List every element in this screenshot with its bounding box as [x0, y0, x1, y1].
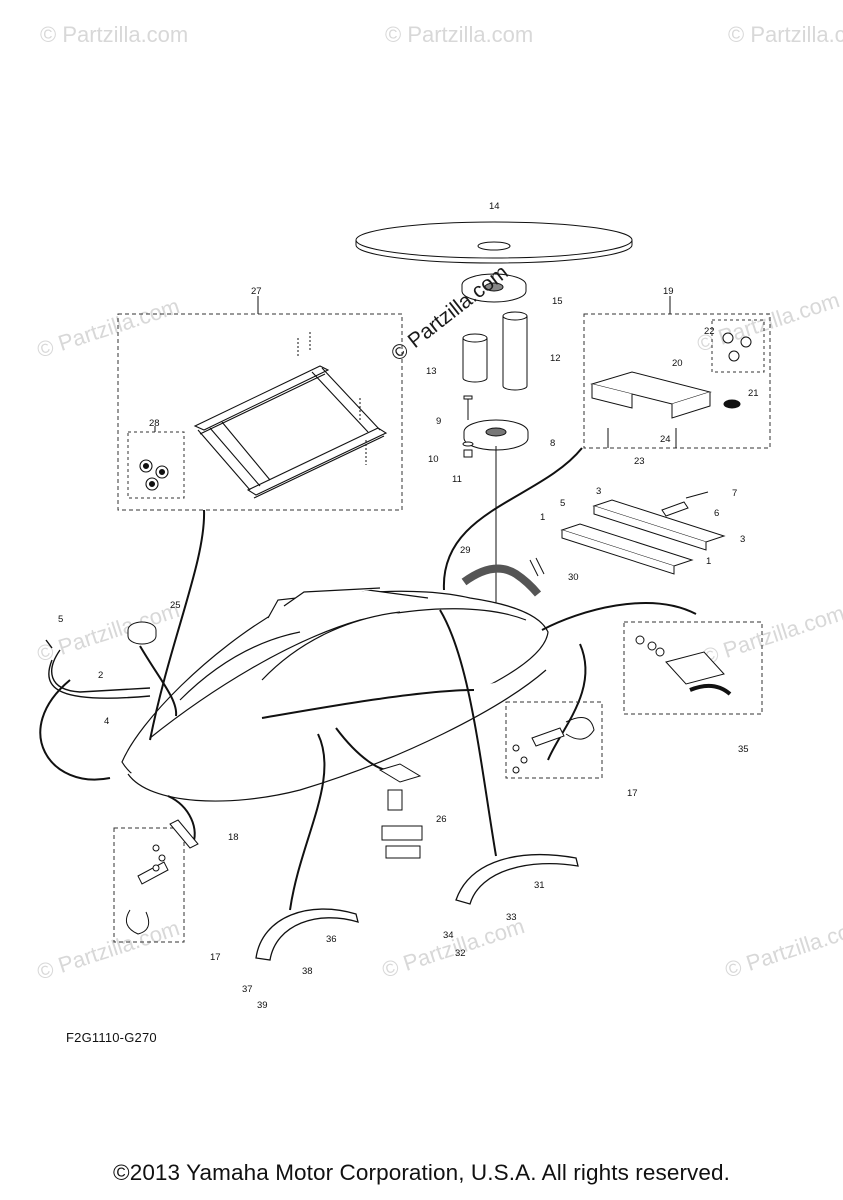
eye-hook-left — [125, 819, 199, 935]
callout-13: 13 — [426, 366, 437, 377]
sunshade-disc — [355, 221, 633, 264]
callout-1: 1 — [540, 512, 545, 523]
callout-22: 22 — [704, 326, 715, 337]
boarding-ladder — [139, 365, 388, 499]
callout-box-27 — [117, 313, 403, 511]
callout-33: 33 — [506, 912, 517, 923]
callout-26: 26 — [436, 814, 447, 825]
watermark: © Partzilla.com — [40, 22, 188, 47]
callout-19: 19 — [663, 286, 674, 297]
callout-8: 8 — [550, 438, 555, 449]
callout-2: 2 — [98, 670, 103, 681]
callout-4: 4 — [104, 716, 109, 727]
callout-box-28 — [127, 431, 185, 499]
cleat-assembly — [635, 635, 732, 696]
watermark: © Partzilla.com — [699, 600, 843, 670]
callout-17b: 17 — [210, 952, 221, 963]
callout-9: 9 — [436, 416, 441, 427]
callout-29: 29 — [460, 545, 471, 556]
callout-15: 15 — [552, 296, 563, 307]
cup-holder — [127, 621, 157, 645]
callout-24: 24 — [660, 434, 671, 445]
callout-box-19 — [583, 313, 771, 449]
watermark: © Partzilla.com — [694, 287, 843, 357]
tow-bracket — [590, 332, 752, 448]
drain-hose — [461, 557, 545, 597]
callout-25: 25 — [170, 600, 181, 611]
eye-hook-right — [512, 717, 595, 774]
leader-arrows — [39, 447, 697, 911]
foam-tubes — [462, 311, 528, 391]
callout-36: 36 — [326, 934, 337, 945]
callout-10: 10 — [428, 454, 439, 465]
callout-box-35 — [623, 621, 763, 715]
callout-11: 11 — [452, 474, 462, 485]
callout-28: 28 — [149, 418, 160, 429]
watermark-dark: © Partzilla.com — [387, 261, 513, 366]
trim-strips — [45, 639, 151, 699]
callout-27: 27 — [251, 286, 262, 297]
callout-37: 37 — [242, 984, 253, 995]
callout-23: 23 — [634, 456, 645, 467]
watermark: © Partzilla.com — [379, 913, 528, 983]
callout-3b: 3 — [740, 534, 745, 545]
callout-21: 21 — [748, 388, 759, 399]
grab-handle-36 — [255, 908, 359, 961]
base-flange — [462, 395, 529, 458]
callout-39: 39 — [257, 1000, 268, 1011]
copyright-notice: ©2013 Yamaha Motor Corporation, U.S.A. A… — [113, 1160, 730, 1185]
callout-32: 32 — [455, 948, 466, 959]
callout-20: 20 — [672, 358, 683, 369]
callout-3: 3 — [596, 486, 601, 497]
watermark: © Partzilla.com — [34, 915, 183, 985]
ladder-screws — [297, 332, 367, 465]
callout-6: 6 — [714, 508, 719, 519]
rails — [560, 491, 726, 575]
watermark: © Partzilla.com — [34, 293, 183, 363]
callout-5b: 5 — [58, 614, 63, 625]
callout-1b: 1 — [706, 556, 711, 567]
diagram-code: F2G1110-G270 — [66, 1030, 157, 1045]
callout-35: 35 — [738, 744, 749, 755]
callout-17: 17 — [627, 788, 638, 799]
callout-18: 18 — [228, 832, 239, 843]
callout-box-17 — [113, 827, 185, 943]
callout-12: 12 — [550, 353, 561, 364]
watermark: © Partzilla.com — [385, 22, 533, 47]
boat-hull — [121, 587, 549, 802]
watermark-layer: © Partzilla.com © Partzilla.com © Partzi… — [34, 22, 843, 985]
drain-plug — [378, 763, 423, 859]
callout-box-17 — [505, 701, 603, 779]
callout-38: 38 — [302, 966, 313, 977]
callout-box-22 — [711, 319, 765, 373]
callout-34: 34 — [443, 930, 454, 941]
grab-handle-31 — [455, 854, 579, 905]
callout-14: 14 — [489, 201, 500, 212]
callout-7: 7 — [732, 488, 737, 499]
callout-30: 30 — [568, 572, 579, 583]
callout-31: 31 — [534, 880, 545, 891]
watermark: © Partzilla.com — [728, 22, 843, 47]
callout-5: 5 — [560, 498, 565, 509]
callout-labels: 14 15 12 13 9 8 10 11 27 28 19 22 20 21 … — [58, 201, 759, 1011]
watermark: © Partzilla.com — [722, 913, 843, 983]
top-flange — [461, 273, 527, 303]
